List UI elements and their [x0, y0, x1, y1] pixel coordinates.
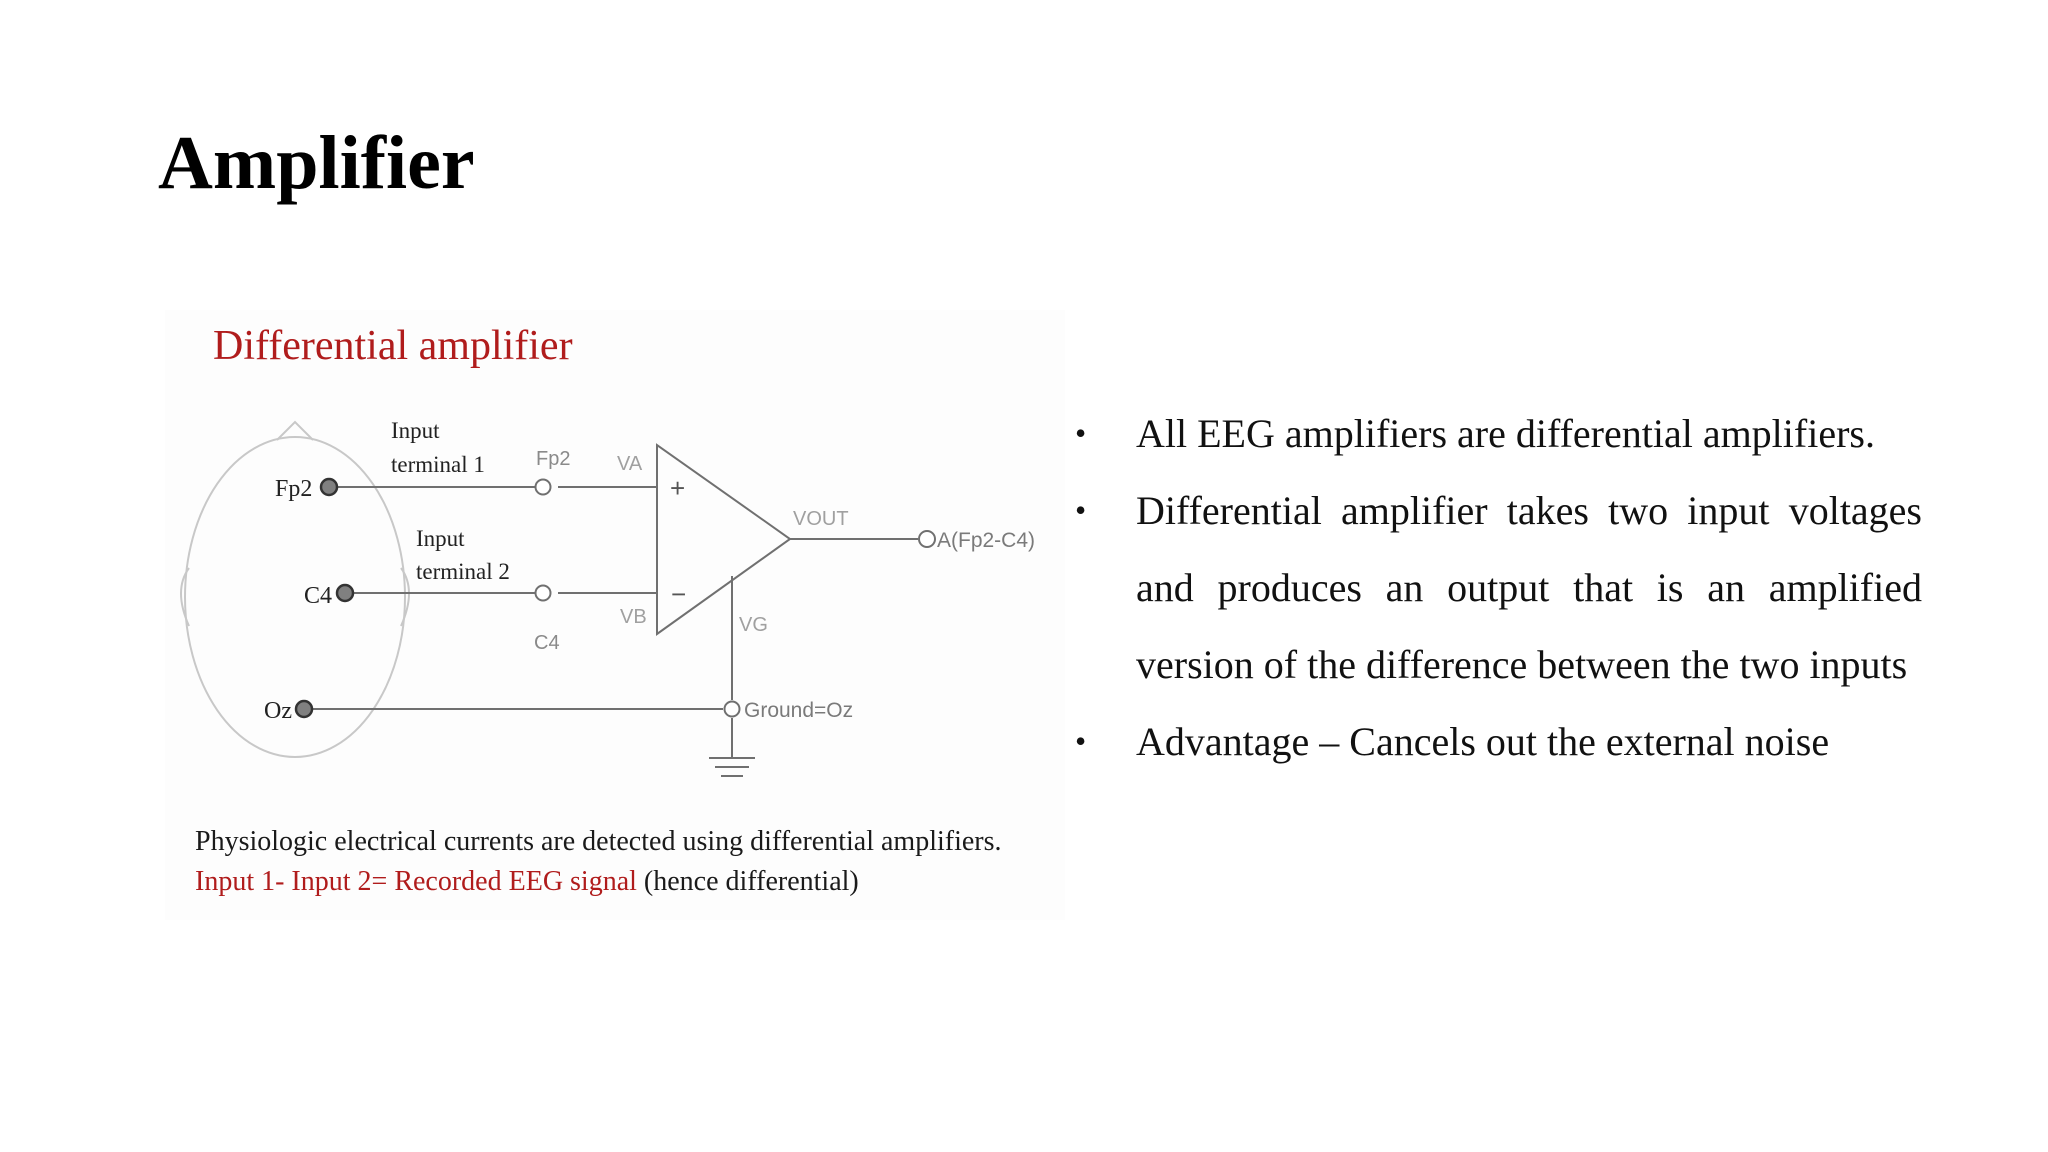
figure-title: Differential amplifier [213, 323, 573, 369]
output-label: A(Fp2-C4) [937, 529, 1035, 552]
terminal-c4-node [534, 584, 552, 602]
ground-label: Ground=Oz [744, 699, 853, 722]
slide-title: Amplifier [158, 121, 475, 205]
c4-node-label: C4 [534, 632, 560, 654]
bullet-list: • All EEG amplifiers are differential amp… [1070, 395, 1922, 780]
electrode-fp2 [319, 477, 339, 497]
bullet-dot-icon: • [1075, 723, 1087, 759]
amplifier-diagram: Differential amplifier + − [180, 323, 1035, 777]
electrode-fp2-label: Fp2 [275, 476, 312, 502]
va-label: VA [617, 453, 643, 475]
input-terminal-2-label-line1: Input [416, 526, 465, 551]
bullet-item: • Differential amplifier takes two input … [1070, 472, 1922, 703]
caption-line-1: Physiologic electrical currents are dete… [195, 826, 1002, 857]
caption-red-text: Input 1- Input 2= Recorded EEG signal [195, 866, 637, 897]
vg-label: VG [739, 614, 768, 636]
terminal-fp2-node [534, 478, 552, 496]
electrode-oz-label: Oz [264, 698, 292, 724]
input-terminal-2-label-line2: terminal 2 [416, 559, 510, 584]
electrode-c4-label: C4 [304, 583, 332, 609]
input-terminal-1-label-line1: Input [391, 418, 440, 443]
output-node [918, 530, 936, 548]
fp2-node-label: Fp2 [536, 448, 570, 470]
bullet-text: All EEG amplifiers are differential ampl… [1136, 411, 1875, 456]
bullet-item: • Advantage – Cancels out the external no… [1070, 703, 1922, 780]
differential-amplifier-figure: Differential amplifier + − [165, 310, 1065, 920]
caption-line-2: Input 1- Input 2= Recorded EEG signal (h… [195, 862, 1002, 902]
input-terminal-1-label-line2: terminal 1 [391, 452, 485, 477]
vout-label: VOUT [793, 508, 849, 530]
head-outline [180, 420, 410, 758]
plus-sign: + [670, 473, 685, 503]
minus-sign: − [671, 579, 686, 609]
ground-node [723, 700, 741, 718]
electrode-c4 [335, 583, 355, 603]
figure-caption: Physiologic electrical currents are dete… [195, 822, 1002, 902]
electrode-oz [294, 699, 314, 719]
bullet-text: Differential amplifier takes two input v… [1136, 488, 1922, 687]
bullet-text: Advantage – Cancels out the external noi… [1136, 719, 1830, 764]
caption-rest-text: (hence differential) [636, 866, 859, 897]
bullet-dot-icon: • [1075, 415, 1087, 451]
circuit-wires [306, 486, 918, 777]
op-amp-triangle [656, 443, 792, 636]
vb-label: VB [620, 606, 647, 628]
bullet-dot-icon: • [1075, 492, 1087, 528]
bullet-item: • All EEG amplifiers are differential amp… [1070, 395, 1922, 472]
